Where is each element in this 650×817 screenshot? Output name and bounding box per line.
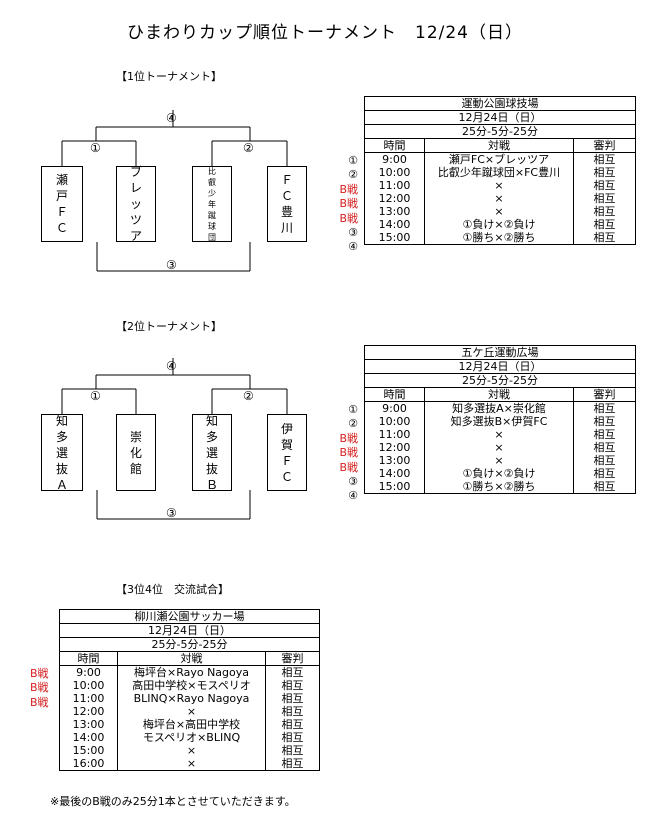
date: 12月24日（日）: [363, 359, 637, 374]
header-match: 対戦: [117, 651, 266, 666]
schedule2-side-marks: ① ② B戦 B戦 B戦 ③ ④: [339, 403, 358, 503]
page-title: ひまわりカップ順位トーナメント 12/24（日）: [127, 23, 523, 43]
header-time: 時間: [364, 138, 425, 153]
format: 25分-5分-25分: [58, 637, 321, 652]
team-box-sukakan: 崇化館: [116, 414, 156, 491]
schedule3-table: 柳川瀬公園サッカー場 12月24日（日） 25分-5分-25分 時間 対戦 審判…: [58, 609, 321, 771]
schedule3-side-marks: B戦 B戦 B戦: [30, 667, 49, 709]
venue: 五ケ丘運動広場: [363, 345, 637, 360]
header-referee: 審判: [264, 651, 321, 666]
date: 12月24日（日）: [58, 623, 321, 638]
schedule1-side-marks: ① ② B戦 B戦 B戦 ③ ④: [339, 154, 358, 254]
format: 25分-5分-25分: [363, 373, 637, 388]
section-title-first: 【1位トーナメント】: [116, 70, 222, 83]
table-row: 15:00×相互: [59, 744, 321, 757]
table-row: 12:00×相互: [364, 441, 637, 454]
table-row: 13:00×相互: [364, 454, 637, 467]
bracket2-third-label: ③: [166, 506, 177, 520]
section-title-second: 【2位トーナメント】: [116, 320, 222, 333]
footnote: ※最後のB戦のみ25分1本とさせていただきます。: [50, 795, 296, 808]
table-row: 16:00×相互: [59, 757, 321, 771]
venue: 柳川瀬公園サッカー場: [58, 609, 321, 624]
bracket1-final-label: ④: [166, 111, 177, 125]
team-box-bretsua: ブレッツア: [116, 165, 156, 243]
bracket2-m1-label: ①: [90, 389, 101, 403]
header-referee: 審判: [572, 138, 637, 153]
table-row: 11:00×相互: [364, 428, 637, 441]
table-row: 12:00×相互: [364, 192, 637, 205]
header-match: 対戦: [424, 387, 574, 402]
bracket1-m2-label: ②: [243, 141, 254, 155]
table-row: 13:00×相互: [364, 205, 637, 218]
bracket1-m1-label: ①: [90, 141, 101, 155]
schedule1-table: 運動公園球技場 12月24日（日） 25分-5分-25分 時間 対戦 審判 9:…: [363, 96, 637, 245]
schedule2-table: 五ケ丘運動広場 12月24日（日） 25分-5分-25分 時間 対戦 審判 9:…: [363, 345, 637, 494]
bracket1-third-label: ③: [166, 258, 177, 272]
bracket2-final-label: ④: [166, 359, 177, 373]
team-box-hiei: 比叡少年蹴球団: [192, 166, 232, 242]
section-title-third: 【3位4位 交流試合】: [116, 583, 229, 596]
header-time: 時間: [364, 387, 425, 402]
header-time: 時間: [59, 651, 118, 666]
bracket2-m2-label: ②: [243, 389, 254, 403]
table-row: 11:00×相互: [364, 179, 637, 192]
table-row: 12:00×相互: [59, 705, 321, 718]
header-referee: 審判: [572, 387, 637, 402]
